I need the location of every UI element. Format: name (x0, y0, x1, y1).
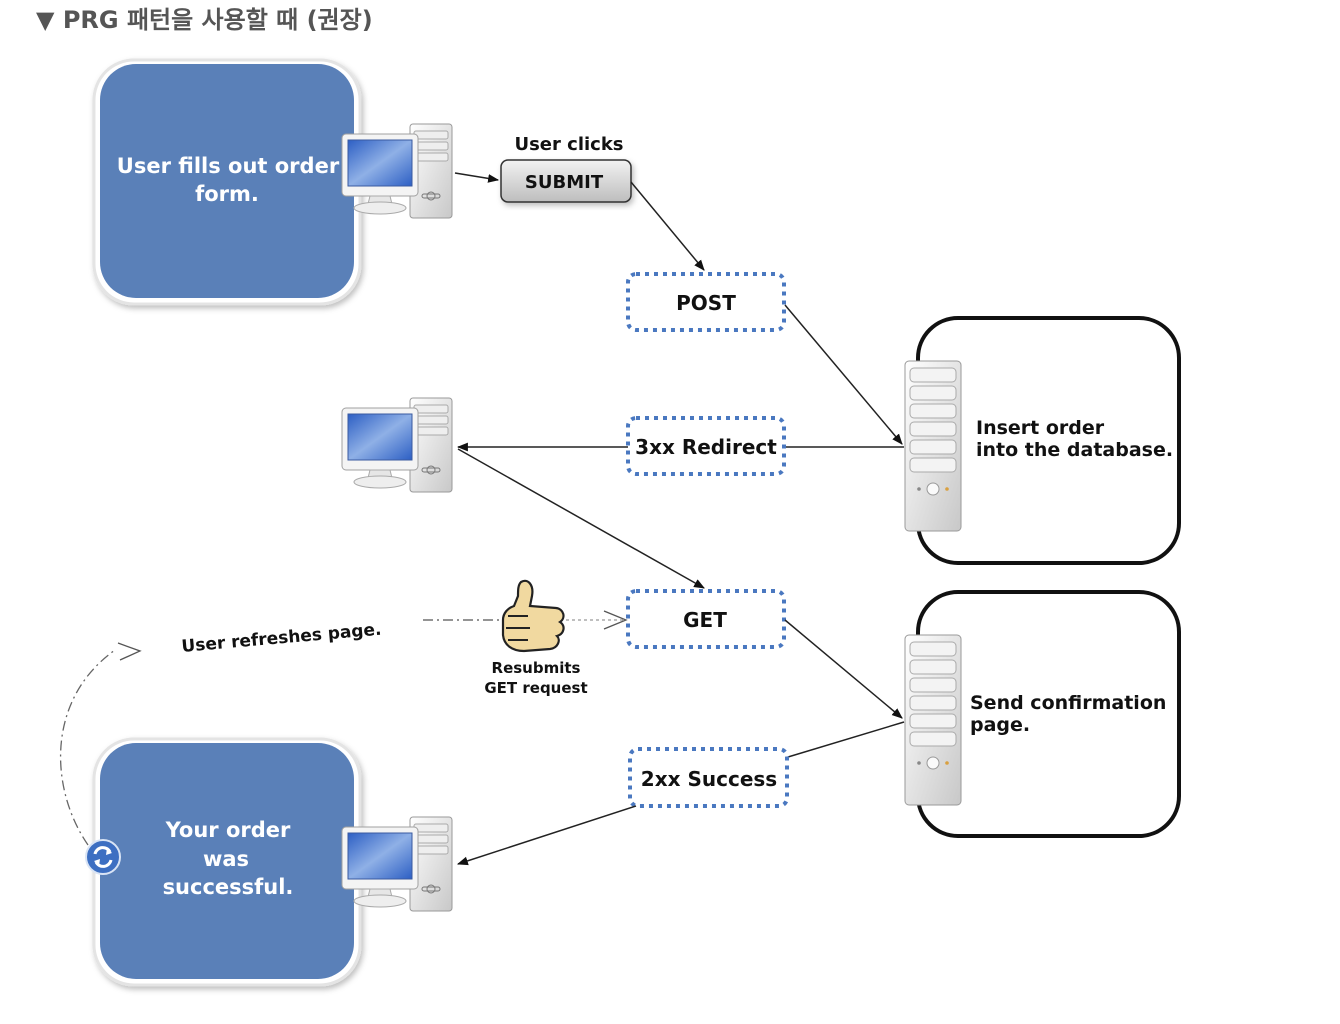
refresh-path (59, 649, 116, 846)
resubmits-line1: Resubmits (492, 659, 581, 677)
post-request-node: POST (626, 272, 786, 332)
insert-order-line2: into the database. (976, 439, 1173, 461)
send-confirmation-line2: page. (970, 714, 1030, 736)
order-successful-line1: Your order (165, 818, 291, 842)
server-tower-icon (904, 360, 962, 532)
submit-button-label: SUBMIT (525, 172, 604, 193)
success-line-right (787, 721, 905, 758)
order-successful-node: Your order was successful. (92, 737, 362, 987)
resubmit-arrowhead (603, 610, 628, 630)
get-request-node: GET (626, 589, 786, 649)
success-response-node: 2xx Success (628, 747, 789, 808)
order-form-label-line2: form. (195, 182, 259, 206)
success-label: 2xx Success (641, 767, 777, 791)
thumbs-up-icon (501, 579, 565, 653)
arrow-get-to-server (784, 619, 903, 719)
desktop-computer-icon (341, 397, 453, 493)
user-refreshes-label: User refreshes page. (181, 620, 383, 657)
section-heading[interactable]: ▼ PRG 패턴을 사용할 때 (권장) (36, 0, 373, 35)
submit-button[interactable]: SUBMIT (500, 159, 632, 203)
refresh-icon[interactable] (85, 839, 121, 875)
order-successful-line2: was (203, 847, 249, 871)
redirect-response-node: 3xx Redirect (626, 416, 786, 476)
server-tower-icon (904, 634, 962, 806)
order-form-label-line1: User fills out order (117, 154, 340, 178)
post-label: POST (676, 291, 736, 315)
resubmits-line2: GET request (484, 679, 587, 697)
arrow-client-to-get (457, 448, 705, 589)
order-form-node: User fills out order form. (92, 58, 362, 306)
get-label: GET (683, 608, 727, 632)
arrow-post-to-server (784, 304, 903, 445)
collapse-triangle-icon[interactable]: ▼ (36, 6, 55, 34)
section-heading-text: PRG 패턴을 사용할 때 (권장) (62, 6, 373, 34)
insert-order-line1: Insert order (976, 417, 1105, 439)
user-clicks-label: User clicks (514, 134, 623, 155)
arrow-to-submit (454, 172, 500, 183)
send-confirmation-line1: Send confirmation (970, 692, 1166, 714)
refresh-path-arrowhead (117, 642, 142, 661)
arrow-success-to-client (456, 805, 637, 866)
redirect-label: 3xx Redirect (635, 435, 777, 459)
arrow-to-post (630, 181, 705, 271)
order-successful-line3: successful. (163, 875, 294, 899)
